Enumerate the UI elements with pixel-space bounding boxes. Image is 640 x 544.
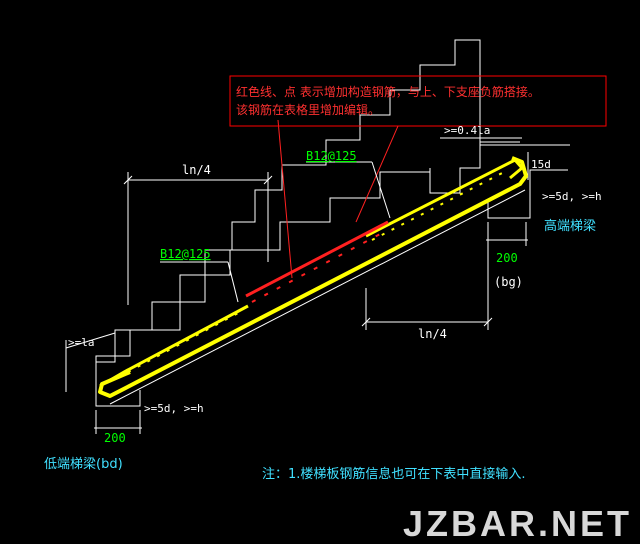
label-ln4-top: ln/4 — [182, 163, 211, 177]
label-high-beam: 高端梯梁 — [544, 218, 596, 234]
high-end-beam-outline — [487, 169, 568, 219]
note-leader-2 — [355, 125, 399, 223]
rebar-leader-top-2 — [371, 161, 391, 219]
label-dim-200-right: 200 — [496, 251, 518, 265]
dim-la — [65, 332, 116, 349]
dim-tick-top-right — [263, 175, 273, 185]
label-anchor-5d-right: >=5d, >=h — [542, 190, 602, 203]
added-construction-rebar — [245, 220, 389, 298]
low-end-beam-outline — [95, 382, 141, 407]
label-low-beam: 低端梯梁(bd) — [44, 457, 123, 472]
note-line-1: 红色线、点 表示增加构造钢筋，与上、下支座负筋搭接。 — [236, 84, 540, 99]
stair-step-outline — [95, 39, 520, 392]
label-anchor-la: >=la — [68, 336, 95, 349]
label-dim-200-left: 200 — [104, 431, 126, 445]
stair-steps — [95, 144, 560, 382]
stair-soffit-line — [109, 189, 526, 405]
dim-tick-bottom-left — [361, 317, 371, 327]
label-footnote: 注：1.楼梯板钢筋信息也可在下表中直接输入. — [262, 466, 526, 482]
dim-tick-bottom-right — [483, 317, 493, 327]
label-rebar-top: B12@125 — [306, 149, 357, 163]
label-anchor-04la: >=0.4la — [444, 124, 490, 137]
label-lap-15d: 15d — [531, 158, 551, 171]
note-line-2: 该钢筋在表格里增加编辑。 — [236, 102, 380, 117]
top-negative-rebar-high — [365, 158, 525, 238]
distribution-bars-low — [127, 311, 241, 373]
top-negative-rebar-low — [99, 304, 249, 388]
label-ln4-bottom: ln/4 — [418, 327, 447, 341]
note-box — [229, 75, 607, 127]
added-rebar-dash — [251, 231, 385, 303]
watermark: JZBAR.NET — [403, 503, 632, 544]
label-anchor-5d-left: >=5d, >=h — [144, 402, 204, 415]
label-bg: (bg) — [494, 275, 523, 289]
dim-tick-top-left — [123, 175, 133, 185]
note-leader-1 — [277, 119, 293, 279]
label-rebar-left: B12@125 — [160, 247, 211, 261]
rebar-leader-left-2 — [227, 261, 239, 303]
